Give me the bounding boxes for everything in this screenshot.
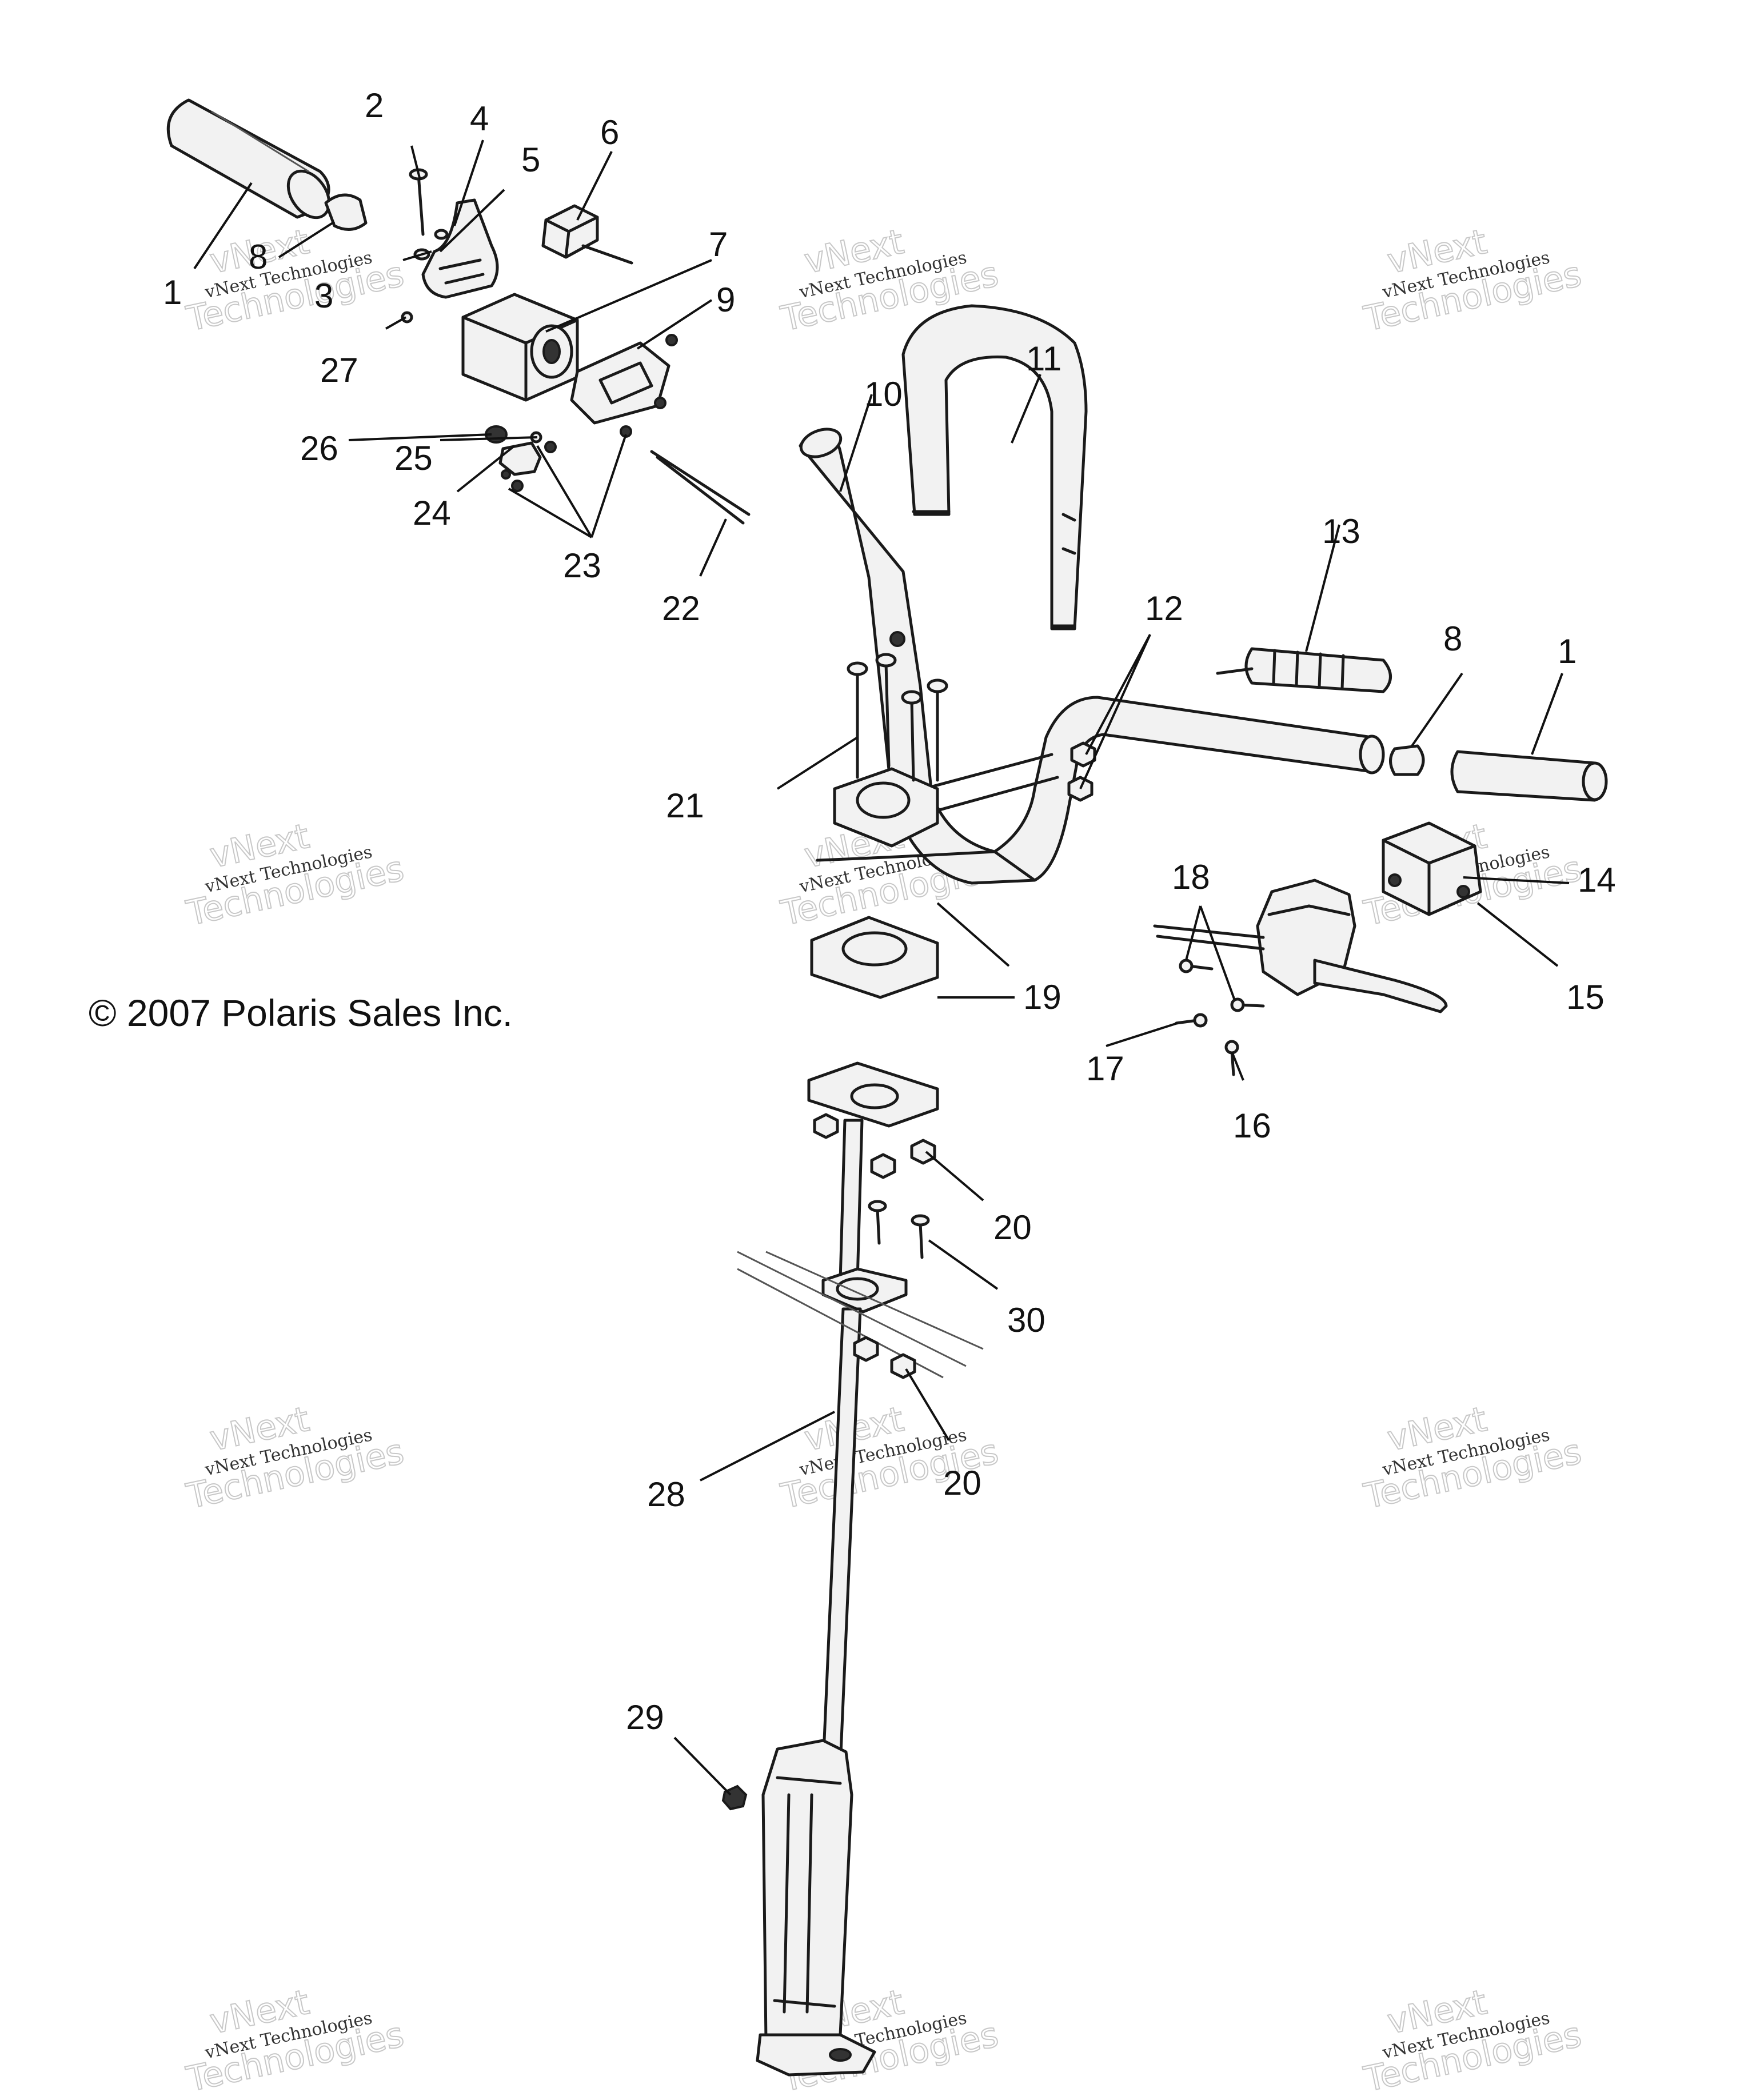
screws-16-17-18 — [1175, 959, 1265, 1076]
callout-1-right: 1 — [1558, 632, 1577, 670]
nuts-20 — [813, 1113, 936, 1379]
switch-6 — [541, 204, 633, 265]
watermark: vNext vNext Technologies Technologies — [182, 816, 408, 935]
callout-5: 5 — [521, 141, 540, 179]
callout-23: 23 — [563, 546, 601, 585]
callout-8: 8 — [249, 238, 268, 276]
callout-4: 4 — [470, 99, 489, 138]
callout-20-lower: 20 — [943, 1464, 981, 1502]
nut-27 — [401, 311, 413, 324]
callout-19: 19 — [1023, 978, 1061, 1016]
heated-grip-13 — [1216, 647, 1392, 693]
callout-12: 12 — [1145, 589, 1183, 628]
watermark: vNext vNext Technologies Technologies — [182, 1399, 408, 1518]
callout-28: 28 — [647, 1475, 685, 1514]
switch-housing-14-15 — [1382, 821, 1482, 916]
clamp-upper — [833, 631, 948, 848]
throttle-lever-5 — [421, 198, 499, 299]
callout-21: 21 — [666, 786, 704, 825]
throttle-housing-7 — [461, 293, 579, 402]
watermark: vNext vNext Technologies Technologies — [1360, 221, 1586, 340]
callout-3: 3 — [314, 277, 333, 315]
callout-18: 18 — [1172, 858, 1210, 896]
copyright-text: © 2007 Polaris Sales Inc. — [89, 992, 513, 1034]
steering-post-28 — [756, 1061, 939, 2077]
callout-22: 22 — [662, 589, 700, 628]
screw-2 — [409, 168, 428, 236]
callout-26: 26 — [300, 429, 338, 468]
callout-27: 27 — [320, 351, 358, 389]
callout-30: 30 — [1007, 1301, 1045, 1339]
callout-29: 29 — [626, 1698, 664, 1736]
callout-7: 7 — [709, 225, 728, 264]
clip-24 — [498, 441, 542, 480]
bolts-30 — [868, 1200, 930, 1259]
callout-25: 25 — [394, 439, 433, 477]
callout-15: 15 — [1566, 978, 1605, 1016]
callout-14: 14 — [1578, 861, 1616, 899]
watermark: vNext vNext Technologies Technologies — [777, 221, 1003, 340]
watermark: vNext vNext Technologies Technologies — [182, 221, 408, 340]
bar-end-plug-left — [324, 193, 368, 231]
watermarks: vNext vNext Technologies Technologies vN… — [182, 221, 1586, 2100]
bar-end-plug-right — [1389, 744, 1425, 776]
callout-8-right: 8 — [1443, 620, 1462, 658]
callout-1: 1 — [163, 273, 182, 312]
callout-20: 20 — [993, 1208, 1032, 1247]
callout-9: 9 — [716, 281, 735, 319]
clamp-lower-19 — [810, 916, 939, 999]
callout-24: 24 — [413, 494, 451, 532]
watermark: vNext vNext Technologies Technologies — [1360, 1982, 1586, 2100]
bar-pad-11 — [901, 304, 1088, 630]
left-grip — [166, 98, 331, 219]
cover-9 — [570, 341, 671, 425]
brake-master-cylinder — [1153, 879, 1448, 1013]
callouts: 1 2 3 4 5 6 7 8 9 10 11 12 13 14 15 16 1… — [163, 86, 1616, 1736]
washer-4 — [434, 229, 449, 240]
callout-16: 16 — [1233, 1107, 1271, 1145]
cable-22 — [650, 450, 751, 525]
watermark: vNext vNext Technologies Technologies — [182, 1982, 408, 2100]
callout-2: 2 — [365, 86, 384, 125]
callout-17: 17 — [1086, 1049, 1124, 1088]
callout-10: 10 — [864, 375, 903, 413]
callout-13: 13 — [1322, 512, 1360, 550]
right-grip — [1450, 750, 1608, 802]
callout-6: 6 — [600, 113, 619, 151]
leader-lines — [193, 139, 1570, 1796]
watermark: vNext vNext Technologies Technologies — [1360, 1399, 1586, 1518]
callout-11: 11 — [1026, 340, 1061, 378]
